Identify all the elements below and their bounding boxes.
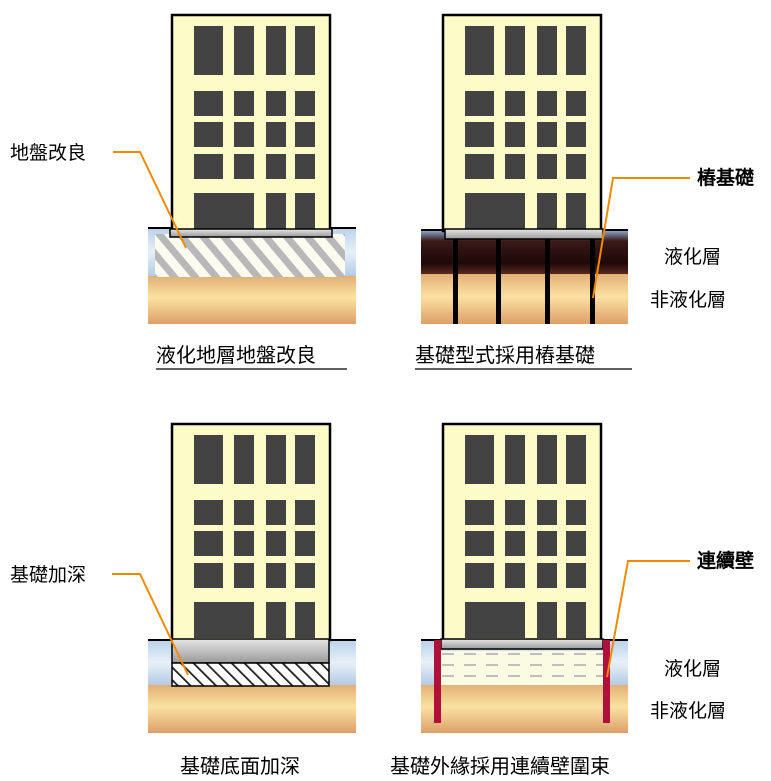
foundation-slab	[444, 228, 604, 240]
callout-deepened-foundation: 基礎加深	[10, 564, 86, 586]
callout-pile-foundation: 樁基礎	[697, 166, 754, 189]
non-liquefiable-layer	[421, 274, 628, 324]
label-non-liquefiable-layer: 非液化層	[650, 700, 726, 722]
pile	[496, 239, 501, 324]
panel-ground-improvement: 地盤改良 液化地層地盤改良	[10, 13, 356, 370]
deepened-foundation-zone	[171, 662, 330, 687]
panel-pile-foundation: 樁基礎 液化層 非液化層 基礎型式採用樁基礎	[415, 13, 754, 370]
pile	[545, 239, 550, 324]
improved-ground-zone	[155, 234, 345, 277]
callout-line	[606, 560, 690, 678]
building	[441, 422, 603, 642]
enclosed-soil	[441, 651, 604, 685]
pile	[453, 239, 458, 324]
callout-line	[592, 177, 690, 299]
foundation-slab	[169, 228, 333, 238]
panel-deepened-foundation: 基礎加深 基礎底面加深	[10, 422, 356, 778]
building	[170, 422, 332, 642]
label-liquefiable-layer: 液化層	[664, 246, 721, 268]
callout-ground-improvement: 地盤改良	[10, 142, 86, 164]
diaphragm-wall-right	[603, 640, 610, 723]
caption-ground-improvement: 液化地層地盤改良	[156, 343, 316, 367]
pile	[590, 239, 595, 324]
non-liquefiable-layer	[148, 685, 356, 733]
caption-deepened-foundation: 基礎底面加深	[180, 754, 300, 778]
caption-pile-foundation: 基礎型式採用樁基礎	[415, 343, 595, 367]
callout-diaphragm-wall: 連續壁	[697, 549, 754, 572]
diaphragm-wall-left	[434, 640, 441, 723]
foundation-slab	[440, 638, 604, 650]
building	[170, 13, 332, 233]
panel-diaphragm-wall: 連續壁 液化層 非液化層 基礎外緣採用連續壁圍束	[390, 422, 754, 778]
label-non-liquefiable-layer: 非液化層	[650, 289, 726, 311]
non-liquefiable-layer	[148, 276, 356, 324]
caption-diaphragm-wall: 基礎外緣採用連續壁圍束	[390, 754, 610, 778]
non-liquefiable-layer	[421, 685, 628, 733]
label-liquefiable-layer: 液化層	[664, 658, 721, 680]
deepened-foundation-slab	[171, 638, 330, 664]
callout-line	[113, 151, 187, 249]
callout-line	[112, 573, 189, 676]
building	[441, 13, 603, 233]
